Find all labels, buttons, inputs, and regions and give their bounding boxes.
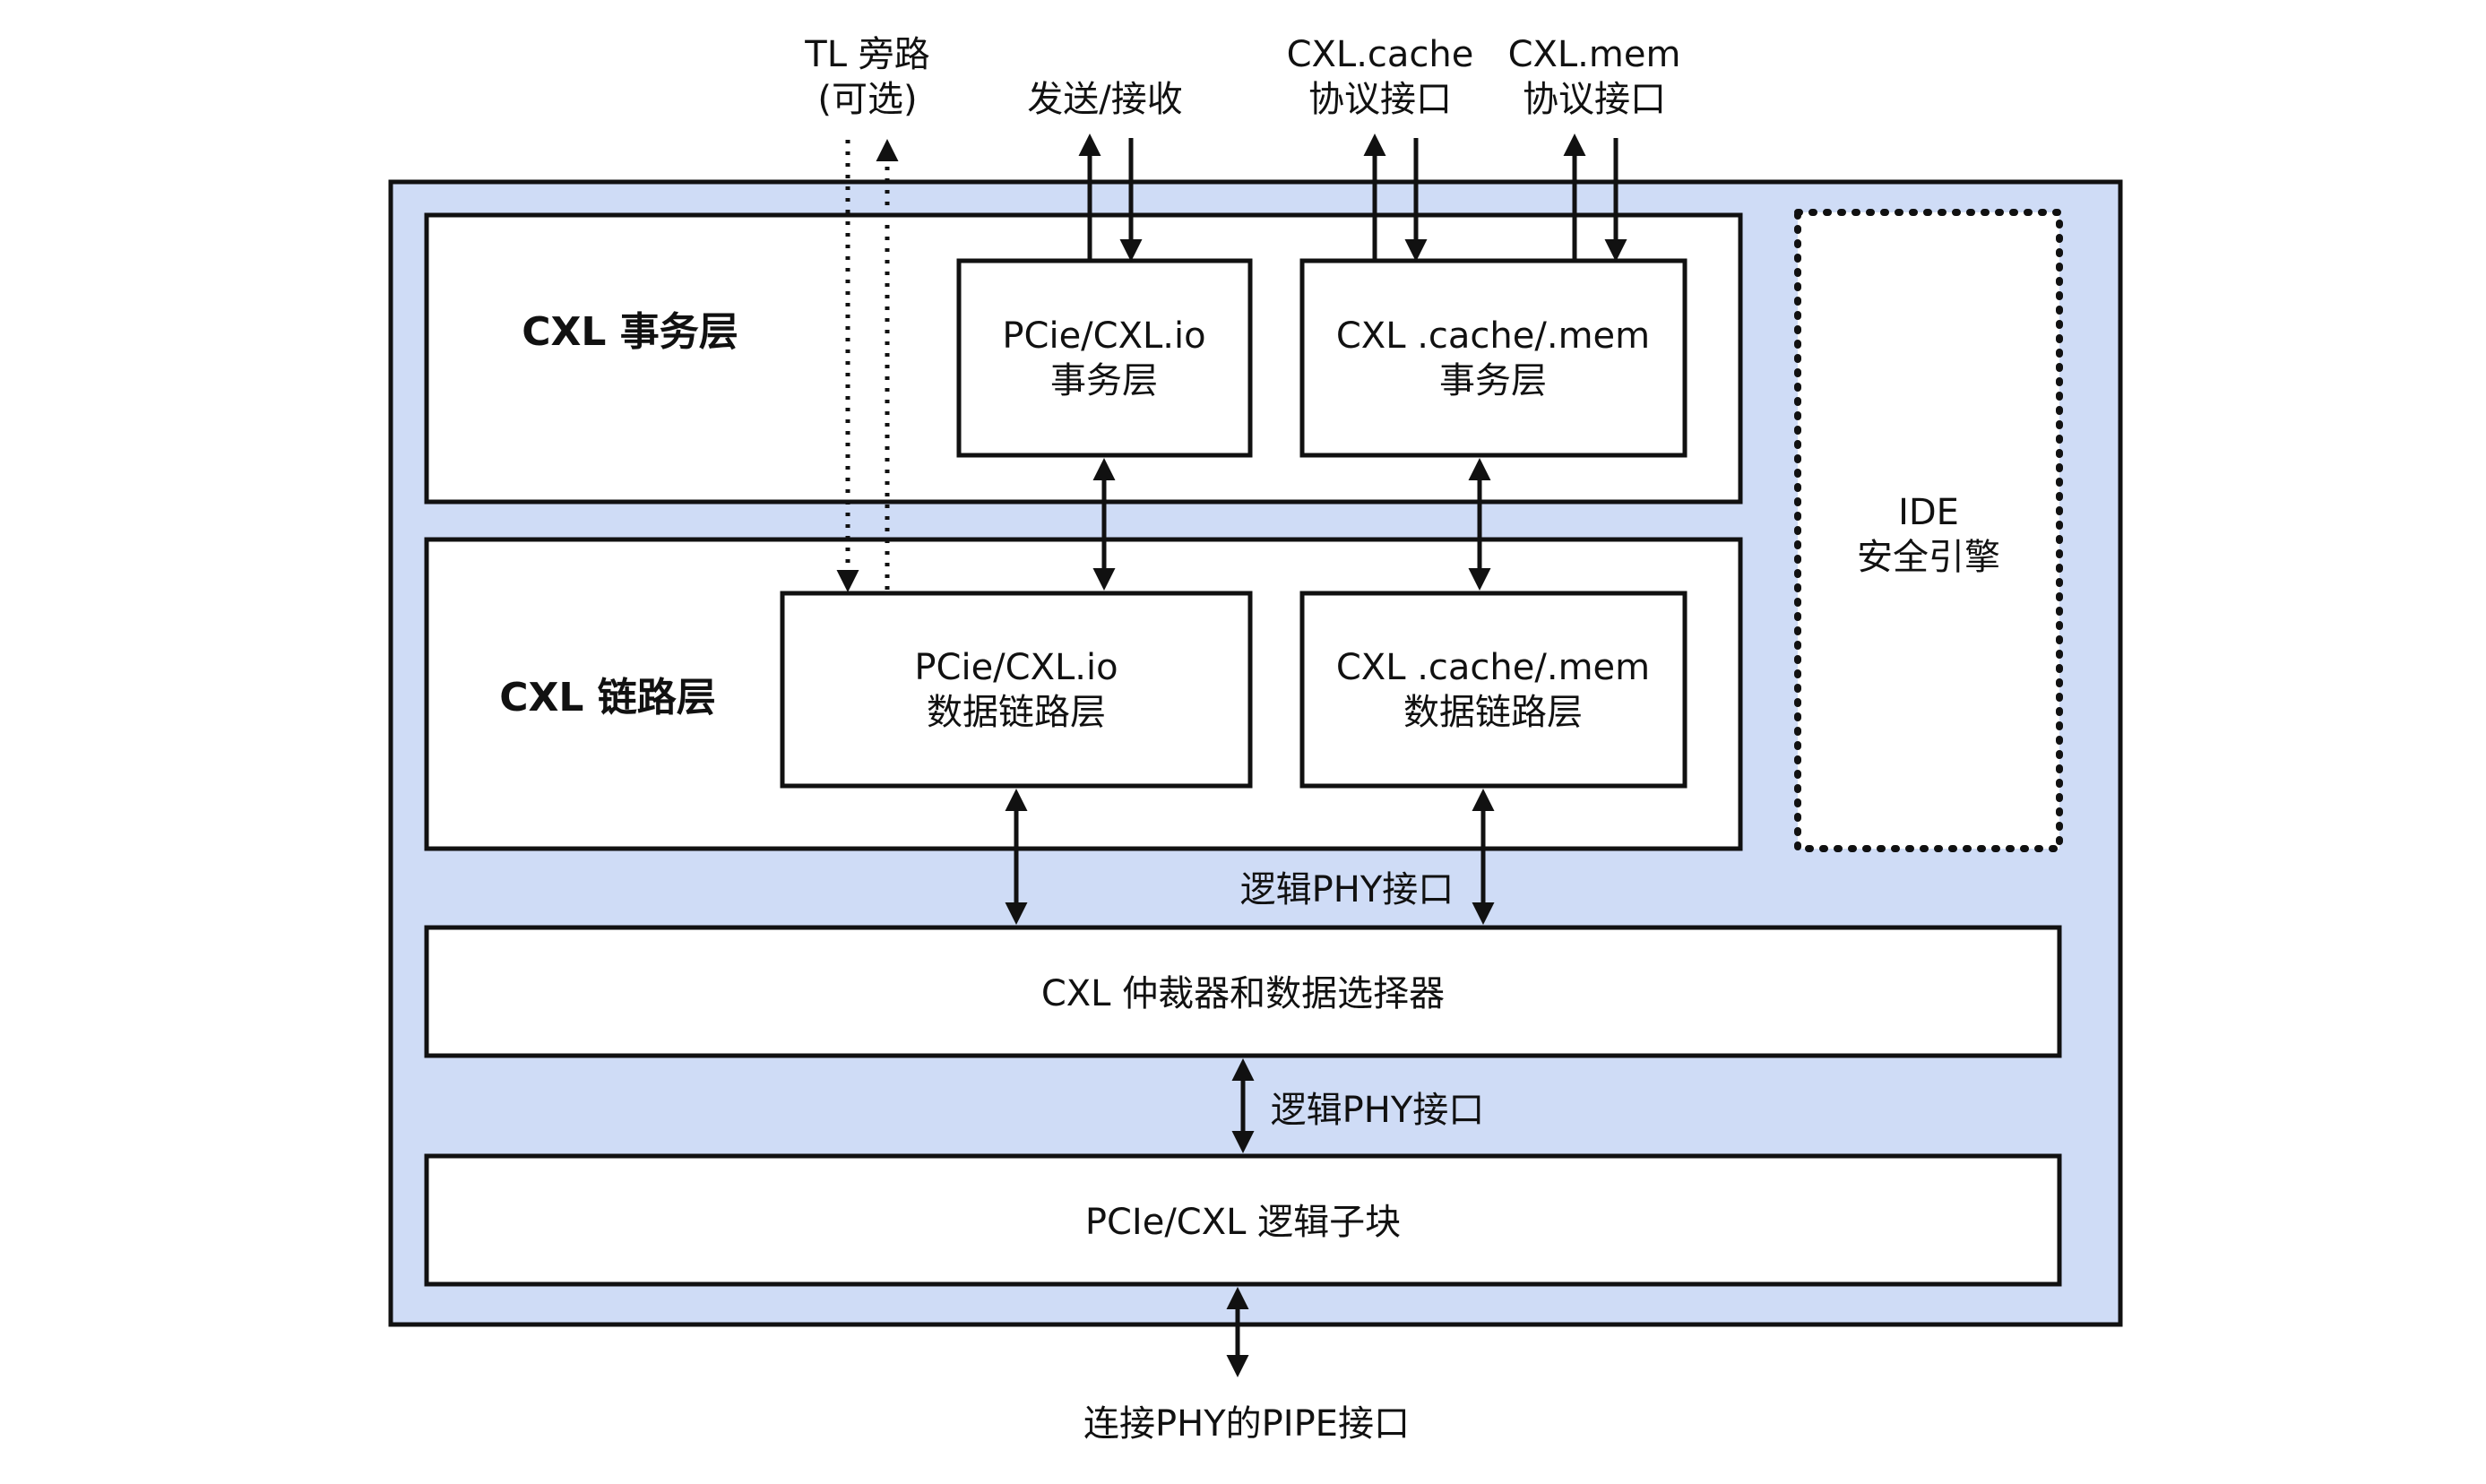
cxl-mem-interface-label-2: 协议接口 [1523, 79, 1666, 120]
tl-bypass-label-2: (可选) [817, 79, 917, 120]
cxl-cache-interface-label-2: 协议接口 [1308, 79, 1452, 120]
tl-bypass-label-1: TL 旁路 [804, 34, 929, 75]
io-link-box [780, 591, 1253, 789]
cachemem-transaction-label-2: 事务层 [1439, 360, 1547, 401]
cxl-cache-interface-label-1: CXL.cache [1287, 34, 1474, 75]
cachemem-transaction-box [1299, 258, 1688, 458]
logical-phy-interface-label-1: 逻辑PHY接口 [1240, 869, 1454, 910]
cachemem-link-box [1299, 591, 1688, 789]
link-layer-title: CXL 链路层 [499, 675, 716, 720]
pipe-interface-label: 连接PHY的PIPE接口 [1083, 1403, 1410, 1445]
transaction-layer-title: CXL 事务层 [522, 309, 738, 355]
cachemem-link-label-1: CXL .cache/.mem [1336, 647, 1650, 688]
io-link-label-1: PCie/CXL.io [914, 647, 1118, 688]
send-receive-label: 发送/接收 [1027, 79, 1182, 120]
arbiter-mux-box [424, 925, 2062, 1058]
io-transaction-label-2: 事务层 [1050, 360, 1158, 401]
logic-subblock-box [424, 1153, 2062, 1287]
io-transaction-box [956, 258, 1253, 458]
ide-security-engine-box [1794, 209, 2063, 852]
logical-phy-interface-label-2: 逻辑PHY接口 [1271, 1090, 1485, 1131]
logic-subblock-label: PCIe/CXL 逻辑子块 [1085, 1202, 1401, 1243]
cachemem-link-label-2: 数据链路层 [1403, 692, 1583, 733]
ide-label-2: 安全引擎 [1857, 537, 2000, 578]
io-transaction-label-1: PCie/CXL.io [1002, 315, 1205, 357]
arbiter-mux-label: CXL 仲裁器和数据选择器 [1041, 973, 1445, 1014]
ide-label-1: IDE [1898, 492, 1959, 533]
cachemem-transaction-label-1: CXL .cache/.mem [1336, 315, 1650, 357]
cxl-mem-interface-label-1: CXL.mem [1508, 34, 1681, 75]
io-link-label-2: 数据链路层 [927, 692, 1106, 733]
